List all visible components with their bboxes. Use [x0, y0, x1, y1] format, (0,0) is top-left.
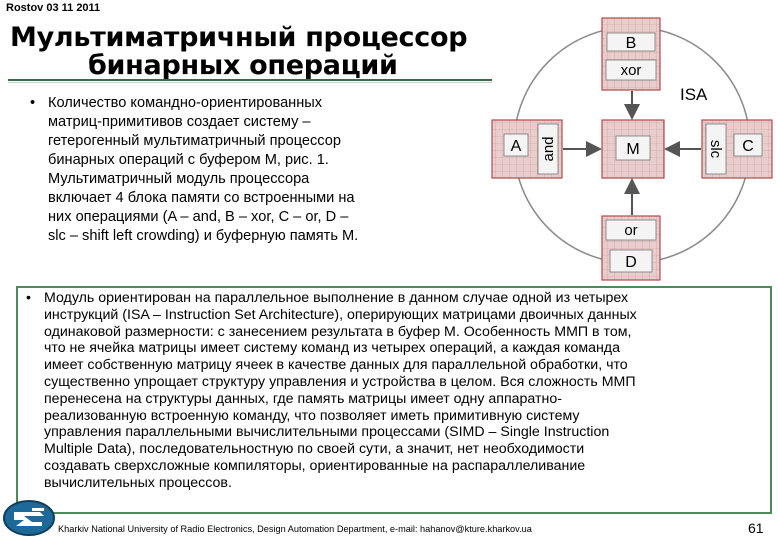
block-d-op: or	[624, 222, 637, 239]
block-a-op: and	[540, 136, 557, 161]
lower-line: Multiple Data), последовательностную по …	[44, 441, 585, 458]
lower-line: Модуль ориентирован на параллельное выпо…	[44, 290, 629, 306]
block-c: slc C	[701, 119, 773, 179]
lower-line: что не ячейка матрицы имеет систему кома…	[44, 340, 620, 357]
block-m: M	[601, 119, 665, 179]
block-c-op: slc	[707, 140, 724, 159]
upper-bullet: •	[30, 95, 36, 111]
lower-line: управления параллельными вычислительными…	[44, 424, 610, 441]
upper-line: матриц-примитивов создает систему –	[48, 114, 311, 130]
lower-line: существенно упрощает структуру управлени…	[44, 373, 636, 390]
mmp-diagram: B xor A and M slc C or D ISA	[491, 17, 773, 281]
upper-line: бинарных операций с буфером М, рис. 1.	[48, 152, 329, 168]
upper-line: Мультиматричный модуль процессора	[48, 171, 310, 187]
upper-line: включает 4 блока памяти со встроенными н…	[48, 190, 355, 206]
block-m-label: M	[626, 141, 639, 158]
lower-paragraph-text: Модуль ориентирован на параллельное выпо…	[44, 290, 762, 492]
block-d-label: D	[625, 254, 637, 271]
lower-paragraph-frame	[16, 286, 772, 514]
lower-line: реализованную встроенную команду, что по…	[44, 407, 580, 424]
title-line-2: бинарных операций	[88, 50, 398, 81]
lower-line: создавать сверхсложные компиляторы, орие…	[44, 457, 586, 474]
lower-line: имеет собственную матрицу ячеек в качест…	[44, 357, 628, 374]
isa-label: ISA	[680, 85, 708, 104]
lower-line: вычислительных процессов.	[44, 474, 232, 491]
upper-line: гетерогенный мультиматричный процессор	[48, 133, 341, 149]
title-underline-shadow	[8, 82, 492, 83]
block-d: or D	[601, 215, 661, 281]
lower-line: одинаковой размерности: с занесением рез…	[44, 323, 632, 340]
university-logo	[3, 500, 55, 536]
footer-text: Kharkiv National University of Radio Ele…	[58, 524, 532, 534]
upper-paragraph-text: Количество командно-ориентированных матр…	[48, 94, 468, 246]
lower-line: инструкций (ISA – Instruction Set Archit…	[44, 306, 637, 323]
lower-line: перенесена на структуры данных, где памя…	[44, 390, 562, 407]
header-date-label: Rostov 03 11 2011	[6, 2, 101, 14]
block-b: B xor	[601, 17, 661, 91]
block-b-label: B	[626, 35, 637, 52]
block-a-label: A	[511, 138, 522, 155]
upper-line: Количество командно-ориентированных	[48, 95, 323, 111]
slide-title: Мультиматричный процессор бинарных опера…	[10, 22, 490, 81]
title-underline	[8, 79, 492, 81]
block-a: A and	[491, 119, 563, 179]
block-b-op: xor	[621, 62, 642, 79]
title-line-1: Мультиматричный процессор	[10, 22, 468, 53]
lower-bullet: •	[26, 290, 31, 306]
block-c-label: C	[742, 138, 754, 155]
upper-line: них операциями (A – and, B – xor, C – or…	[48, 209, 349, 225]
upper-line: slc – shift left crowding) и буферную па…	[48, 228, 359, 244]
page-number: 61	[748, 520, 764, 536]
